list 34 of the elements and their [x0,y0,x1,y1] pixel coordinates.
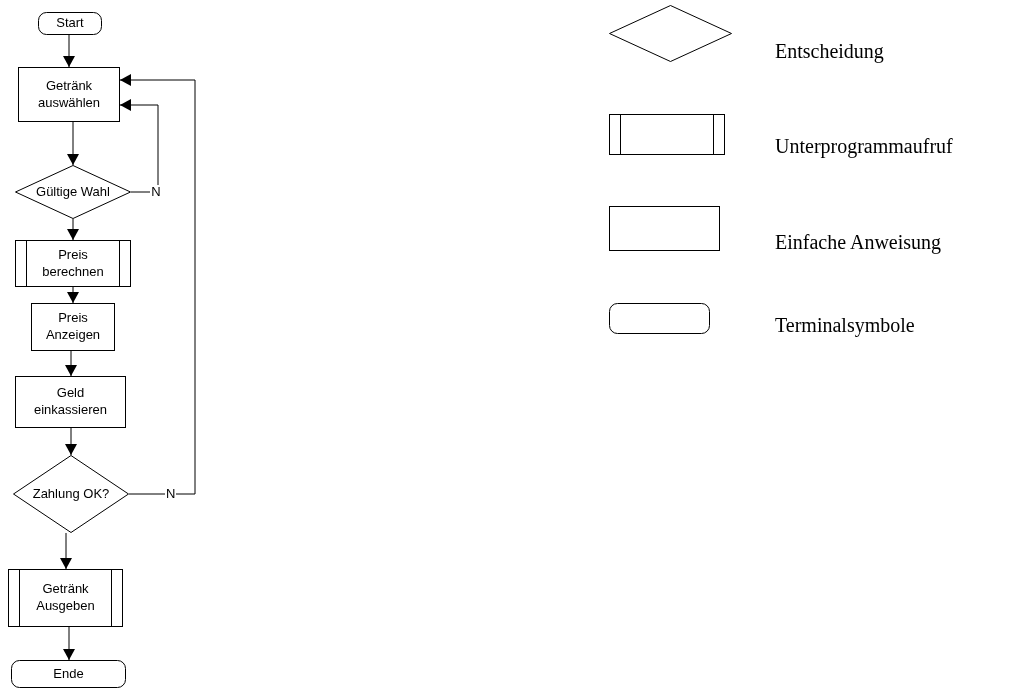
legend-label: Unterprogrammaufruf [775,135,953,158]
arrow [60,532,72,570]
node-label: Ende [53,665,84,683]
edge-label: N [150,185,162,199]
subroutine-box [8,569,123,627]
process-box [31,303,115,351]
node-label: Getränk auswählen [36,77,102,112]
legend-label: Terminalsymbole [775,314,915,337]
arrow [67,218,79,241]
node-label: Preis berechnen [41,246,105,281]
node-label: Getränk Ausgeben [35,581,96,615]
arrow [119,99,159,193]
arrow [119,74,196,495]
node-label: Start [56,15,84,32]
decision-diamond [13,455,129,533]
node-label: Preis Anzeigen [44,310,102,344]
legend-label: Entscheidung [775,40,884,63]
arrow [65,427,77,456]
arrow [67,121,79,166]
edge-label: N [164,487,177,501]
terminal-box [11,660,126,688]
terminal-box [38,12,102,35]
process-box [18,67,120,122]
arrow [63,34,75,68]
node-label: Gültige Wahl [36,183,110,201]
node-label: Geld einkassieren [33,385,108,419]
arrow [65,350,77,377]
arrow [67,286,79,304]
process-box [15,376,126,428]
node-label: Zahlung OK? [32,485,110,503]
arrow [63,626,75,661]
legend-label: Einfache Anweisung [775,231,942,254]
decision-diamond [15,165,131,219]
subroutine-box [15,240,131,287]
